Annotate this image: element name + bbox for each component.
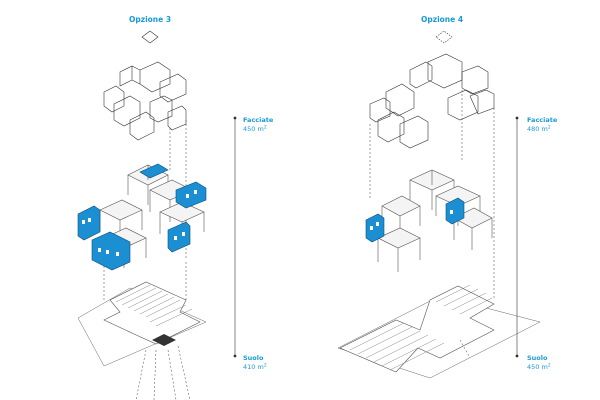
option-4-facade-shells bbox=[369, 53, 495, 149]
option-3-plan-icon bbox=[141, 30, 159, 44]
option-3-facades-label: Facciate bbox=[243, 116, 274, 124]
option-4-ground-value: 450 m2 bbox=[527, 363, 551, 372]
option-4-facades-value: 480 m2 bbox=[527, 125, 551, 134]
option-3-title: Opzione 3 bbox=[129, 15, 171, 24]
option-3-group: Opzione 3 bbox=[77, 15, 274, 400]
option-3-ground-label: Suolo bbox=[243, 354, 264, 362]
option-4-ground-label: Suolo bbox=[527, 354, 548, 362]
option-3-ground-value: 410 m2 bbox=[243, 363, 267, 372]
option-4-ground bbox=[337, 284, 541, 379]
option-4-structure bbox=[365, 169, 493, 272]
option-3-ground bbox=[77, 281, 207, 400]
option-3-structure bbox=[77, 163, 207, 271]
option-3-facades-value: 450 m2 bbox=[243, 125, 267, 134]
option-3-facade-shells bbox=[103, 61, 187, 141]
option-4-group: Opzione 4 bbox=[337, 15, 558, 379]
option-4-plan-icon bbox=[435, 30, 453, 44]
option-4-facades-label: Facciate bbox=[527, 116, 558, 124]
option-4-title: Opzione 4 bbox=[421, 15, 463, 24]
